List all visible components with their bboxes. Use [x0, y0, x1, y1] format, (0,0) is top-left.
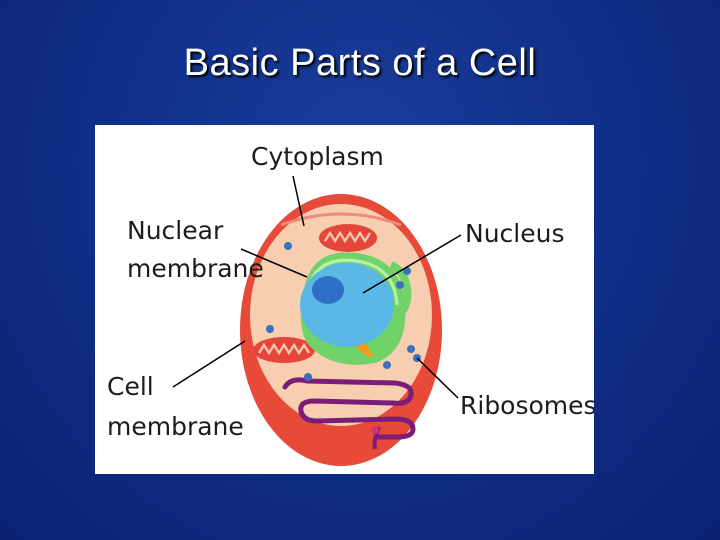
label-nuclear-membrane-line2: membrane	[127, 254, 264, 283]
label-cell-membrane-line2: membrane	[107, 412, 244, 441]
nucleus-pointer	[362, 234, 462, 294]
ribosomes-dots	[266, 242, 421, 381]
mitochondrion-top	[319, 224, 377, 252]
nucleus	[300, 263, 394, 347]
nuclear-membrane-pointer	[240, 248, 308, 278]
label-nuclear-membrane-line1: Nuclear	[127, 216, 224, 245]
golgi-apparatus	[282, 377, 416, 440]
mitochondrion-left	[253, 337, 315, 363]
label-ribosomes: Ribosomes	[460, 391, 594, 420]
label-cytoplasm: Cytoplasm	[251, 142, 384, 171]
ribosomes-pointer	[416, 357, 459, 399]
label-nucleus: Nucleus	[465, 219, 565, 248]
cytoplasm-pointer	[292, 175, 305, 227]
nucleolus	[312, 276, 344, 304]
slide-title: Basic Parts of a Cell	[183, 42, 537, 84]
cell-diagram: Cytoplasm Nuclear membrane Nucleus Cell …	[107, 142, 594, 466]
cell-diagram-figure: Cytoplasm Nuclear membrane Nucleus Cell …	[95, 125, 594, 474]
label-cell-membrane-line1: Cell	[107, 372, 154, 401]
cell-membrane-pointer	[172, 340, 246, 388]
